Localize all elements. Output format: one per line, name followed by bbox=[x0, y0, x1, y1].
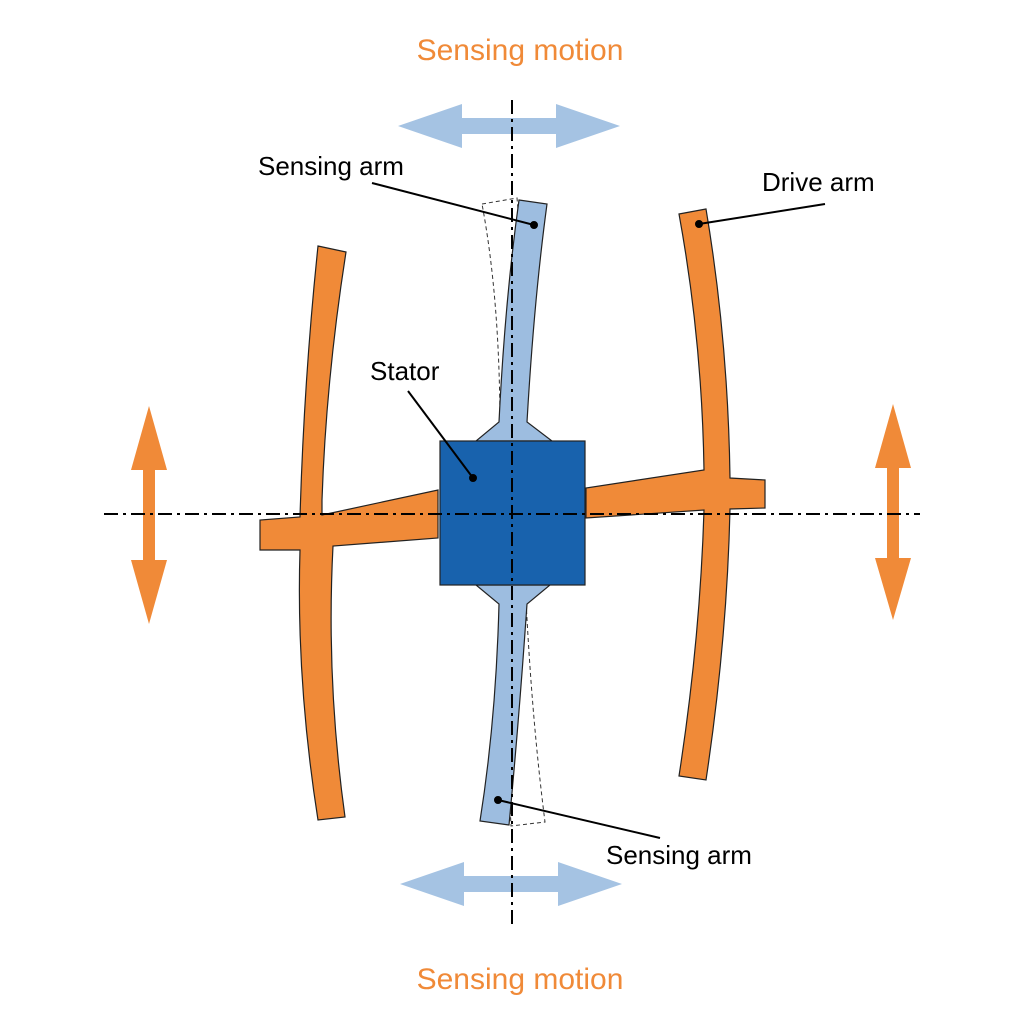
drive-arm-right bbox=[585, 208, 766, 781]
sensing-motion-label-bottom: Sensing motion bbox=[417, 963, 624, 996]
sensing-motion-arrow-top-icon bbox=[398, 104, 620, 148]
sensing-arm-label-bottom: Sensing arm bbox=[606, 840, 752, 870]
drive-motion-arrow-left-icon bbox=[131, 406, 167, 624]
sensing-arm-label-top: Sensing arm bbox=[258, 151, 404, 181]
leader-lines bbox=[371, 182, 826, 839]
sensing-motion-label-top: Sensing motion bbox=[417, 34, 624, 67]
symmetry-axes bbox=[104, 100, 920, 928]
drive-motion-arrow-right-icon bbox=[875, 404, 911, 620]
drive-arm-left bbox=[259, 245, 439, 821]
stator-label: Stator bbox=[370, 356, 440, 386]
drive-arm-label: Drive arm bbox=[762, 167, 875, 197]
